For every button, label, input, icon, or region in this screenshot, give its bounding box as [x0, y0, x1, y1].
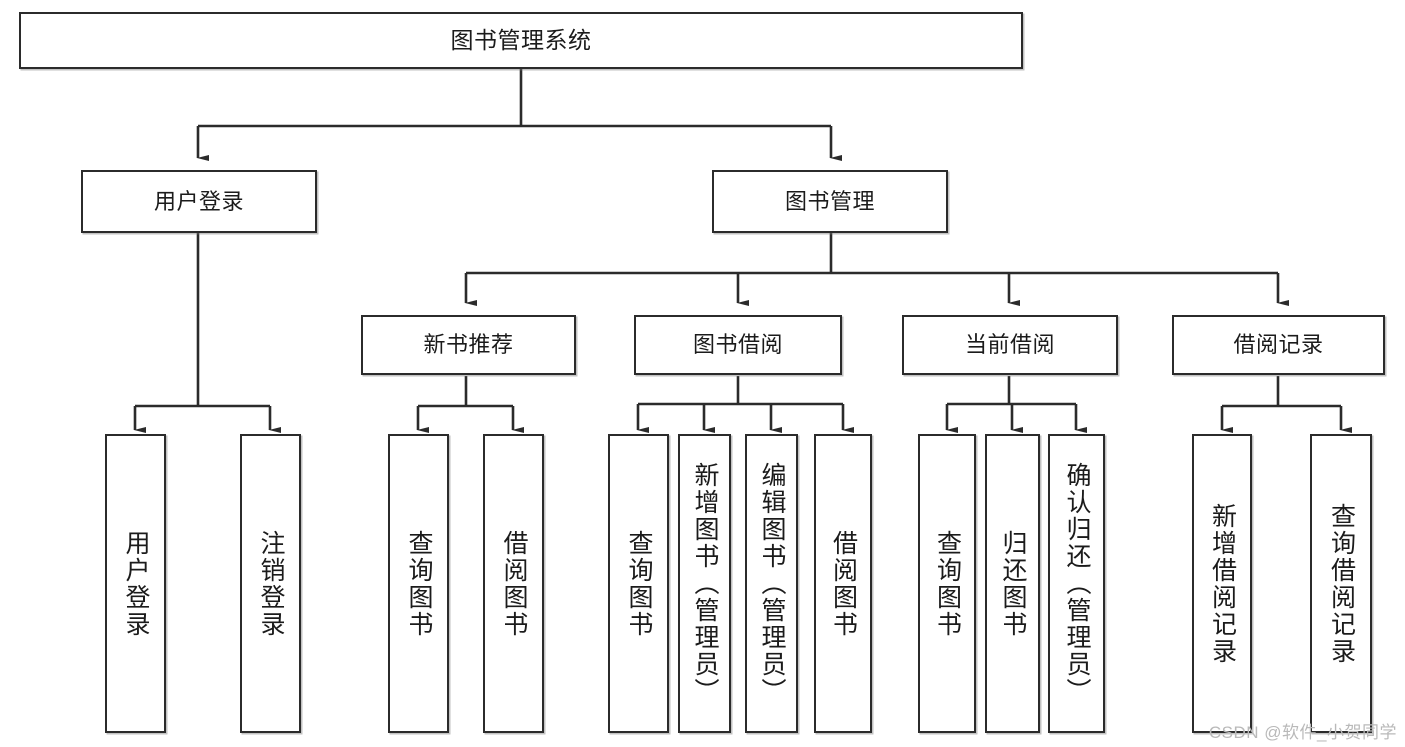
- node-root[interactable]: 图书管理系统: [19, 12, 1023, 69]
- leaf-logout-label: 注销登录: [257, 529, 285, 638]
- leaf-borrow-book-newbook-label: 借阅图书: [500, 529, 528, 638]
- node-root-label: 图书管理系统: [450, 27, 592, 54]
- node-borrow-record[interactable]: 借阅记录: [1172, 315, 1385, 375]
- leaf-confirm-return-admin[interactable]: 确认归还（管理员）: [1048, 434, 1105, 733]
- node-borrow-record-label: 借阅记录: [1233, 332, 1324, 358]
- leaf-borrow-book[interactable]: 借阅图书: [814, 434, 872, 733]
- leaf-borrow-book-label: 借阅图书: [829, 529, 858, 638]
- leaf-add-book-admin-label: 新增图书（管理员）: [691, 462, 719, 705]
- leaf-logout[interactable]: 注销登录: [240, 434, 301, 733]
- leaf-query-book-current[interactable]: 查询图书: [918, 434, 976, 733]
- leaf-edit-book-admin-label: 编辑图书（管理员）: [758, 462, 786, 705]
- leaf-query-book-borrow-label: 查询图书: [625, 529, 653, 638]
- leaf-query-book-current-label: 查询图书: [933, 529, 962, 638]
- leaf-user-login[interactable]: 用户登录: [105, 434, 166, 733]
- leaf-query-book-newbook-label: 查询图书: [405, 529, 433, 638]
- node-book-manage[interactable]: 图书管理: [712, 170, 948, 233]
- leaf-query-book-newbook[interactable]: 查询图书: [388, 434, 449, 733]
- leaf-borrow-book-newbook[interactable]: 借阅图书: [483, 434, 544, 733]
- node-user-login[interactable]: 用户登录: [81, 170, 317, 233]
- leaf-add-book-admin[interactable]: 新增图书（管理员）: [678, 434, 731, 733]
- leaf-return-book[interactable]: 归还图书: [985, 434, 1040, 733]
- leaf-query-borrow-record[interactable]: 查询借阅记录: [1310, 434, 1372, 733]
- csdn-watermark: CSDN @软件_小贺同学: [1208, 723, 1397, 742]
- leaf-edit-book-admin[interactable]: 编辑图书（管理员）: [745, 434, 798, 733]
- leaf-confirm-return-admin-label: 确认归还（管理员）: [1063, 462, 1091, 705]
- leaf-return-book-label: 归还图书: [999, 529, 1027, 638]
- node-book-borrow[interactable]: 图书借阅: [634, 315, 842, 375]
- leaf-add-borrow-record[interactable]: 新增借阅记录: [1192, 434, 1252, 733]
- leaf-query-borrow-record-label: 查询借阅记录: [1327, 502, 1356, 665]
- leaf-user-login-label: 用户登录: [122, 529, 150, 638]
- node-book-manage-label: 图书管理: [784, 188, 875, 214]
- node-user-login-label: 用户登录: [153, 188, 244, 214]
- leaf-add-borrow-record-label: 新增借阅记录: [1208, 502, 1237, 665]
- node-current-borrow[interactable]: 当前借阅: [902, 315, 1118, 375]
- node-book-borrow-label: 图书借阅: [692, 332, 783, 358]
- node-new-book-recommend-label: 新书推荐: [423, 332, 514, 358]
- leaf-query-book-borrow[interactable]: 查询图书: [608, 434, 669, 733]
- node-current-borrow-label: 当前借阅: [964, 332, 1055, 358]
- node-new-book-recommend[interactable]: 新书推荐: [361, 315, 576, 375]
